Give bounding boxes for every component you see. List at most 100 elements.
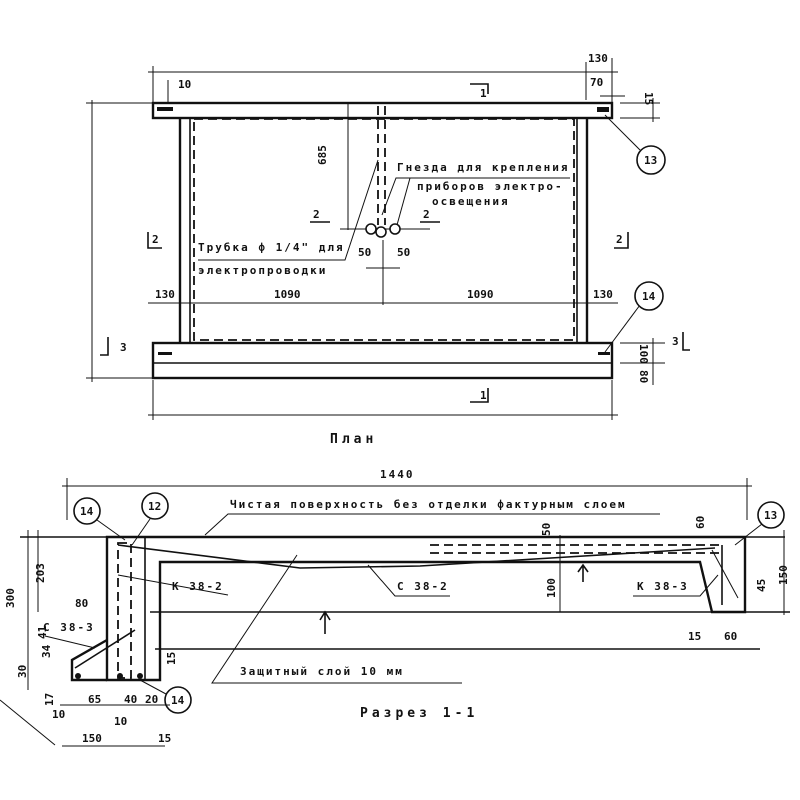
foot-outline — [70, 638, 108, 682]
section-view: 1440 Чистая поверхность без отделки факт… — [0, 468, 790, 747]
dim-60: 60 — [694, 516, 707, 529]
mark-2-b: 2 — [423, 208, 430, 221]
dim-10b: 10 — [114, 715, 127, 728]
marker-12-circle — [141, 492, 169, 520]
label-k38-3: К 38-3 — [637, 580, 689, 593]
note-tube-2: электропроводки — [198, 264, 327, 277]
leader-tube — [198, 159, 379, 261]
marker-13: 13 — [764, 509, 777, 522]
dim-15b: 15 — [165, 652, 178, 665]
label-c38-2: С 38-2 — [397, 580, 449, 593]
leader-surface — [204, 513, 660, 536]
marker-14b: 14 — [171, 694, 185, 707]
dim-17: 17 — [43, 693, 56, 706]
dim-30: 30 — [16, 665, 29, 678]
note-cover: Защитный слой 10 мм — [240, 665, 404, 678]
dim-20: 20 — [145, 693, 158, 706]
dim-150: 150 — [82, 732, 102, 745]
dim-15: 15 — [642, 92, 655, 105]
dim-34: 34 — [40, 644, 53, 658]
mark-2-right: 2 — [616, 233, 623, 246]
rebar-diag — [711, 549, 739, 599]
section-1-label: 1 — [480, 87, 487, 100]
mark-3-left: 3 — [120, 341, 127, 354]
dim-45: 45 — [755, 579, 768, 592]
marker-14b-circle — [164, 686, 192, 714]
dim-100: 100 — [545, 578, 558, 598]
section-mark-1-bottom — [470, 388, 489, 403]
reinforcement-outline — [193, 118, 575, 341]
note-sockets-2: приборов электро- — [417, 180, 564, 193]
embedded-plate — [157, 107, 173, 111]
dim-60b: 60 — [724, 630, 737, 643]
leader — [44, 635, 96, 649]
marker-14a: 14 — [80, 505, 94, 518]
note-surface: Чистая поверхность без отделки фактурным… — [230, 498, 627, 511]
note-tube-1: Трубка ф 1/4" для — [198, 241, 345, 254]
dim-130: 130 — [588, 52, 608, 65]
rebar-top — [117, 544, 716, 569]
mark-2-left: 2 — [152, 233, 159, 246]
marker-14-circle — [634, 281, 664, 311]
dim-70: 70 — [590, 76, 603, 89]
section-mark-3-left — [100, 337, 109, 356]
rebar-foot — [74, 629, 136, 669]
dim-100: 100 — [637, 344, 650, 364]
embedded-plate — [598, 352, 610, 355]
section-mark-3-right — [682, 332, 690, 351]
section-mark-2-left — [147, 232, 162, 249]
socket-icon — [375, 226, 387, 238]
dim-203: 203 — [34, 563, 47, 583]
plan-view: 10 130 70 15 1 685 — [86, 52, 690, 447]
beam-outline — [105, 535, 747, 682]
leader — [396, 177, 411, 226]
marker-14: 14 — [642, 290, 656, 303]
leader — [633, 574, 719, 597]
marker-13: 13 — [644, 154, 657, 167]
leader — [96, 519, 126, 541]
rebar-cage — [117, 542, 132, 679]
dim-130-right: 130 — [593, 288, 613, 301]
dim-80: 80 — [637, 370, 650, 383]
plan-title: План — [330, 432, 377, 447]
label-c38-3: С 38-3 — [43, 621, 95, 634]
bar-dot — [117, 673, 123, 679]
dim-300: 300 — [4, 588, 17, 608]
dim-150r: 150 — [777, 565, 790, 585]
dim-50-right: 50 — [397, 246, 410, 259]
marker-13-circle — [636, 145, 666, 175]
rebar-dashed — [430, 544, 720, 554]
bar-dot — [75, 673, 81, 679]
leader — [734, 523, 763, 546]
dim-40: 40 — [124, 693, 137, 706]
leader — [139, 679, 167, 695]
embedded-plate — [597, 107, 609, 112]
socket-icon — [365, 223, 377, 235]
dim-15a: 15 — [158, 732, 171, 745]
dim-1090-left: 1090 — [274, 288, 301, 301]
marker-12: 12 — [148, 500, 161, 513]
dim-10a: 10 — [52, 708, 65, 721]
dim-41: 41 — [36, 625, 49, 639]
section-title: Разрез 1-1 — [360, 706, 478, 721]
arrow-up-icon — [577, 563, 589, 582]
mark-2-a: 2 — [313, 208, 320, 221]
section-mark-2-right — [614, 232, 629, 249]
leader-13 — [604, 114, 641, 151]
leader-sockets — [381, 177, 570, 216]
bar-dot — [137, 673, 143, 679]
socket-icon — [389, 223, 401, 235]
dim-130-left: 130 — [155, 288, 175, 301]
marker-13-circle — [757, 501, 785, 529]
dim-1440: 1440 — [380, 468, 415, 481]
dim-65: 65 — [88, 693, 101, 706]
leader — [131, 518, 151, 546]
marker-14-circle — [73, 497, 101, 525]
leader-14 — [604, 304, 641, 353]
embedded-plate — [158, 352, 172, 355]
section-1-label-bottom: 1 — [480, 389, 487, 402]
leader — [117, 574, 229, 596]
note-sockets-3: освещения — [432, 195, 510, 208]
dim-15c: 15 — [688, 630, 701, 643]
section-mark-1-top — [470, 83, 489, 94]
